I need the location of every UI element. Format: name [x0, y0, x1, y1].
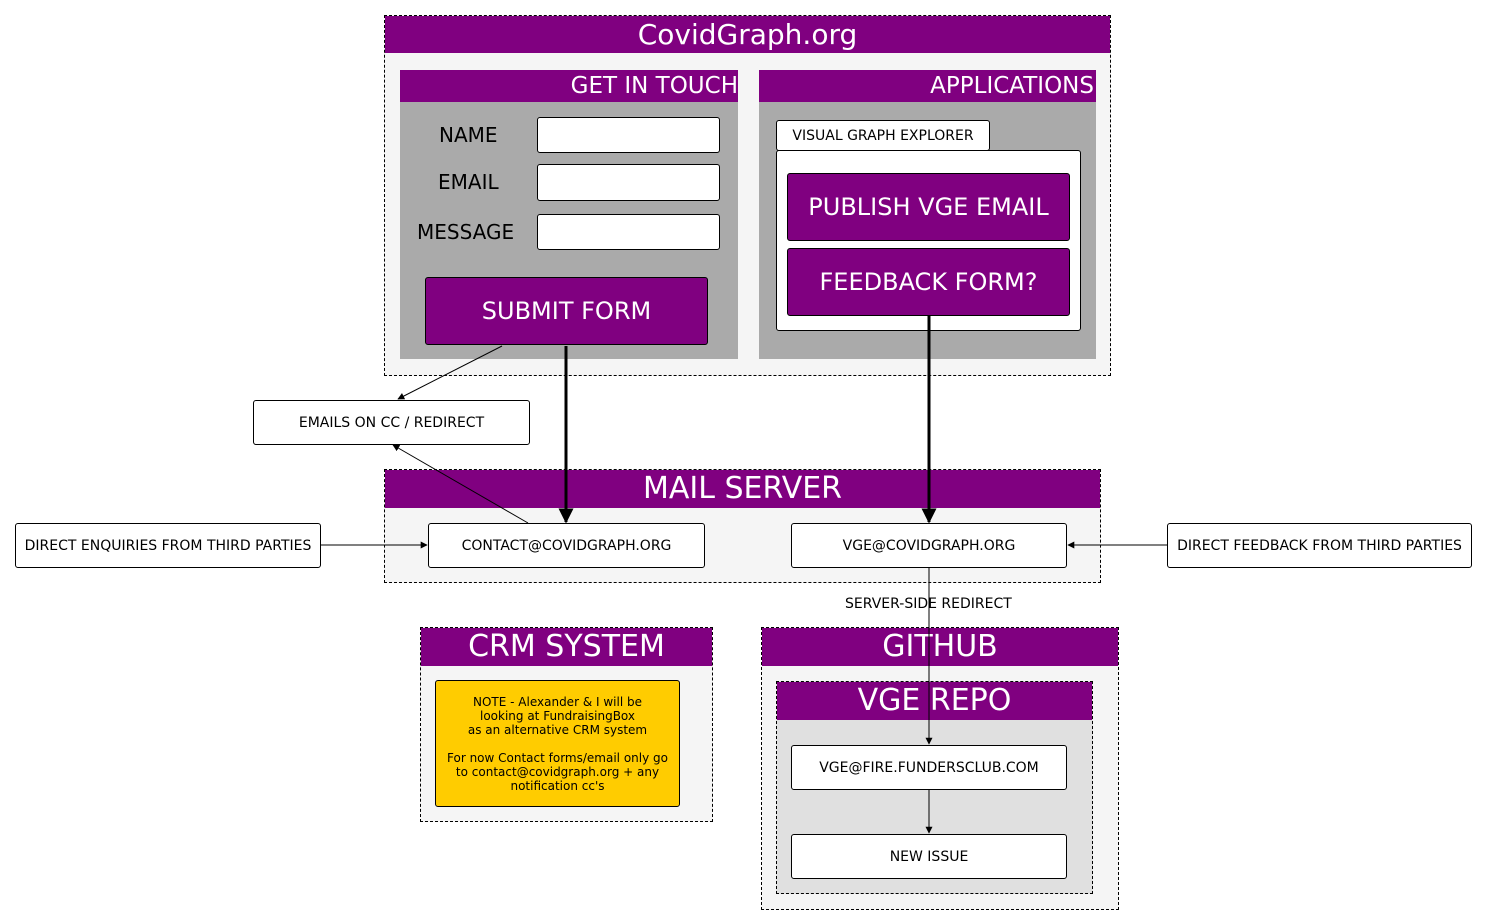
- message-input[interactable]: [537, 214, 720, 250]
- crm-note-line: notification cc's: [510, 779, 605, 793]
- contact-panel-title: GET IN TOUCH: [400, 70, 738, 102]
- crm-note-line: NOTE - Alexander & I will be: [473, 695, 642, 709]
- crm-note-line: to contact@covidgraph.org + any: [455, 765, 660, 779]
- applications-panel-title: APPLICATIONS: [759, 70, 1096, 102]
- emails-cc-redirect-box: EMAILS ON CC / REDIRECT: [253, 400, 530, 445]
- vge-repo-title: VGE REPO: [777, 682, 1092, 720]
- submit-form-button[interactable]: SUBMIT FORM: [425, 277, 708, 345]
- third-party-enquiries-box: DIRECT ENQUIRIES FROM THIRD PARTIES: [15, 523, 321, 568]
- contact-address-box: CONTACT@COVIDGRAPH.ORG: [428, 523, 705, 568]
- feedback-form-button[interactable]: FEEDBACK FORM?: [787, 248, 1070, 316]
- crm-note-line: looking at FundraisingBox: [479, 709, 636, 723]
- edge-submit-to-cc: [397, 345, 503, 400]
- crm-note-line: For now Contact forms/email only go: [447, 751, 668, 765]
- covidgraph-title: CovidGraph.org: [385, 16, 1110, 53]
- name-label: NAME: [439, 123, 498, 147]
- publish-vge-email-button[interactable]: PUBLISH VGE EMAIL: [787, 173, 1070, 241]
- fire-address-box: VGE@FIRE.FUNDERSCLUB.COM: [791, 745, 1067, 790]
- new-issue-box: NEW ISSUE: [791, 834, 1067, 879]
- name-input[interactable]: [537, 117, 720, 153]
- visual-graph-explorer-tab[interactable]: VISUAL GRAPH EXPLORER: [776, 120, 990, 151]
- crm-note-line: as an alternative CRM system: [467, 723, 648, 737]
- server-side-redirect-label: SERVER-SIDE REDIRECT: [845, 596, 1012, 612]
- third-party-feedback-box: DIRECT FEEDBACK FROM THIRD PARTIES: [1167, 523, 1472, 568]
- mail-server-title: MAIL SERVER: [385, 470, 1100, 508]
- vge-address-box: VGE@COVIDGRAPH.ORG: [791, 523, 1067, 568]
- message-label: MESSAGE: [417, 220, 515, 244]
- crm-title: CRM SYSTEM: [421, 628, 712, 666]
- github-title: GITHUB: [762, 628, 1118, 666]
- email-label: EMAIL: [438, 170, 499, 194]
- email-input[interactable]: [537, 164, 720, 201]
- edge-contact-to-cc: [392, 444, 529, 524]
